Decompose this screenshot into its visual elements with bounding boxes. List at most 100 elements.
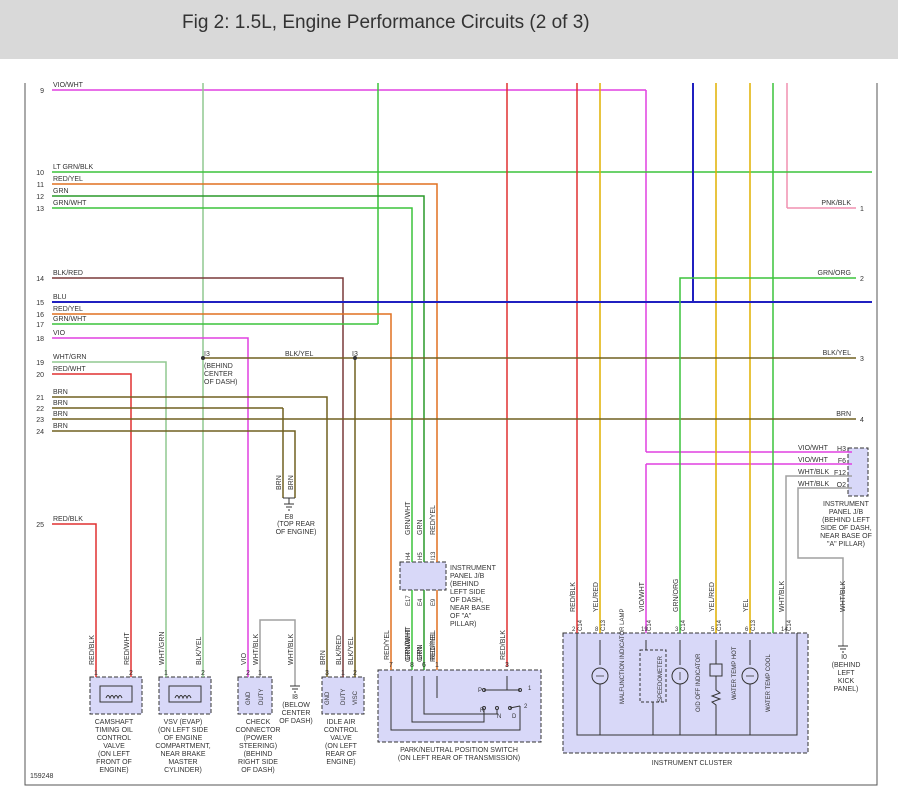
left-wire-label: GRN [53, 188, 69, 195]
ground-note: PANEL) [834, 686, 859, 693]
cluster-name: INSTRUMENT CLUSTER [652, 760, 732, 767]
camshaft-name: VALVE [103, 743, 125, 750]
left-wire-number: 17 [36, 322, 44, 329]
left-wire-label: GRN/WHT [53, 316, 87, 323]
jb-left-wire-label: RED/YEL [430, 632, 437, 662]
left-wire-label: BRN [53, 423, 68, 430]
camshaft-name: (ON LEFT [98, 751, 131, 758]
ground-wire-label: WHT/BLK [840, 581, 847, 612]
cluster-pin: 5 [711, 627, 715, 633]
pn-pin: 3 [505, 662, 509, 669]
pn-pin: 1 [435, 662, 439, 669]
left-wire-number: 20 [36, 372, 44, 379]
jb-right-pin: H3 [837, 446, 846, 453]
pn-wire-label: GRN/WHT [405, 626, 412, 660]
iac-name: REAR OF [325, 751, 356, 758]
left-wire-number: 11 [37, 182, 44, 189]
iac-name: IDLE AIR [327, 719, 356, 726]
pn-name: PARK/NEUTRAL POSITION SWITCH [400, 747, 518, 754]
check-name: (POWER [244, 735, 273, 742]
jb-left-name: OF "A" [450, 613, 472, 620]
pn-contact: N [497, 714, 501, 720]
splice-id: I3 [352, 351, 358, 358]
left-wire-label: RED/BLK [53, 516, 83, 523]
vsv-pin: 2 [201, 670, 205, 677]
vsv-name: MASTER [168, 759, 197, 766]
iac-name: ENGINE) [326, 759, 355, 766]
wire-12 [52, 195, 425, 562]
cluster-wire-label: YEL/RED [709, 582, 716, 612]
pn-contact: 2 [524, 704, 528, 710]
page-title: Fig 2: 1.5L, Engine Performance Circuits… [182, 12, 590, 33]
jb-right-pin: O2 [837, 482, 846, 489]
left-wire-number: 10 [36, 170, 44, 177]
pn-pin: 8 [410, 662, 414, 669]
camshaft-pin: 1 [94, 670, 98, 677]
check-name: STEERING) [239, 743, 277, 750]
check-connector-box [237, 676, 273, 715]
splice-note: CENTER [204, 371, 233, 378]
left-wire-label: RED/WHT [53, 366, 86, 373]
wire-whtblk-o2 [797, 487, 852, 646]
ground-wire-label: BRN [288, 475, 295, 490]
ground-note: LEFT [837, 670, 855, 677]
right-wire-number: 1 [860, 206, 864, 213]
iac-pin: 1 [341, 670, 345, 677]
left-wire-number: 22 [36, 406, 44, 413]
ip-jb-right-box [847, 447, 869, 497]
ground-note: OF DASH) [279, 718, 312, 725]
ground-id: E8 [285, 514, 294, 521]
left-wire-number: 13 [36, 206, 44, 213]
ground-note: (BEHIND [832, 662, 861, 669]
pn-wire-label: RED/YEL [430, 630, 437, 660]
ground-i8-symbol [290, 685, 300, 693]
cluster-wire-label: RED/BLK [570, 582, 577, 612]
jb-left-wire-label: GRN/WHT [405, 501, 412, 535]
left-wire-label: RED/YEL [53, 176, 83, 183]
wire-whtblk-f12 [785, 475, 852, 633]
left-wire-label: BRN [53, 400, 68, 407]
cluster-pin: 3 [675, 627, 679, 633]
camshaft-pin: 2 [129, 670, 133, 677]
vsv-name: OF ENGINE [164, 735, 203, 742]
check-name: CONNECTOR [236, 727, 281, 734]
iac-name: CONTROL [324, 727, 358, 734]
ground-e8-symbol [283, 497, 295, 511]
ground-note: CENTER [282, 710, 311, 717]
ground-note: (BELOW [282, 702, 310, 709]
wire-16 [52, 313, 392, 670]
pn-contact: 1 [528, 686, 532, 692]
splice-wire-label: BLK/YEL [285, 351, 314, 358]
jb-left-wire-label: RED/YEL [430, 505, 437, 535]
jb-left-name: PILLAR) [450, 621, 476, 628]
check-name: CHECK [246, 719, 271, 726]
vsv-wire-label: WHT/GRN [159, 632, 166, 665]
jb-right-pin: F12 [834, 470, 846, 477]
cluster-internals [576, 633, 798, 736]
wire-13 [52, 207, 413, 562]
left-wire-number: 25 [36, 522, 44, 529]
cluster-pin-conn: C14 [578, 619, 584, 631]
splice-note: (BEHIND [204, 363, 233, 370]
vsv-wire-label: BLK/YEL [196, 636, 203, 665]
header-bar: Fig 2: 1.5L, Engine Performance Circuits… [0, 0, 898, 59]
iac-pin: 2 [353, 670, 357, 677]
pn-wire-label: RED/YEL [384, 630, 391, 660]
cluster-indicator-label: MALFUNCTION INDICATOR LAMP [620, 609, 626, 704]
splice-i3-mid [353, 356, 357, 360]
ground-wire-label: WHT/BLK [288, 634, 295, 665]
pn-wire-label: RED/BLK [500, 630, 507, 660]
wire-20 [52, 373, 132, 677]
pn-contact: P [478, 688, 482, 694]
ip-jb-left-box [399, 561, 447, 591]
jb-left-name: OF DASH, [450, 597, 483, 604]
ground-i0-symbol [838, 645, 848, 653]
cluster-pin: 8 [595, 627, 599, 633]
jb-right-name: NEAR BASE OF [820, 533, 872, 540]
ground-id: I8 [292, 694, 298, 701]
pn-contact: R [480, 708, 485, 714]
camshaft-name: TIMING OIL [95, 727, 133, 734]
right-wire-label: BLK/YEL [823, 350, 852, 357]
jb-left-top-pin: H4 [406, 552, 412, 560]
left-wire-label: RED/YEL [53, 306, 83, 313]
